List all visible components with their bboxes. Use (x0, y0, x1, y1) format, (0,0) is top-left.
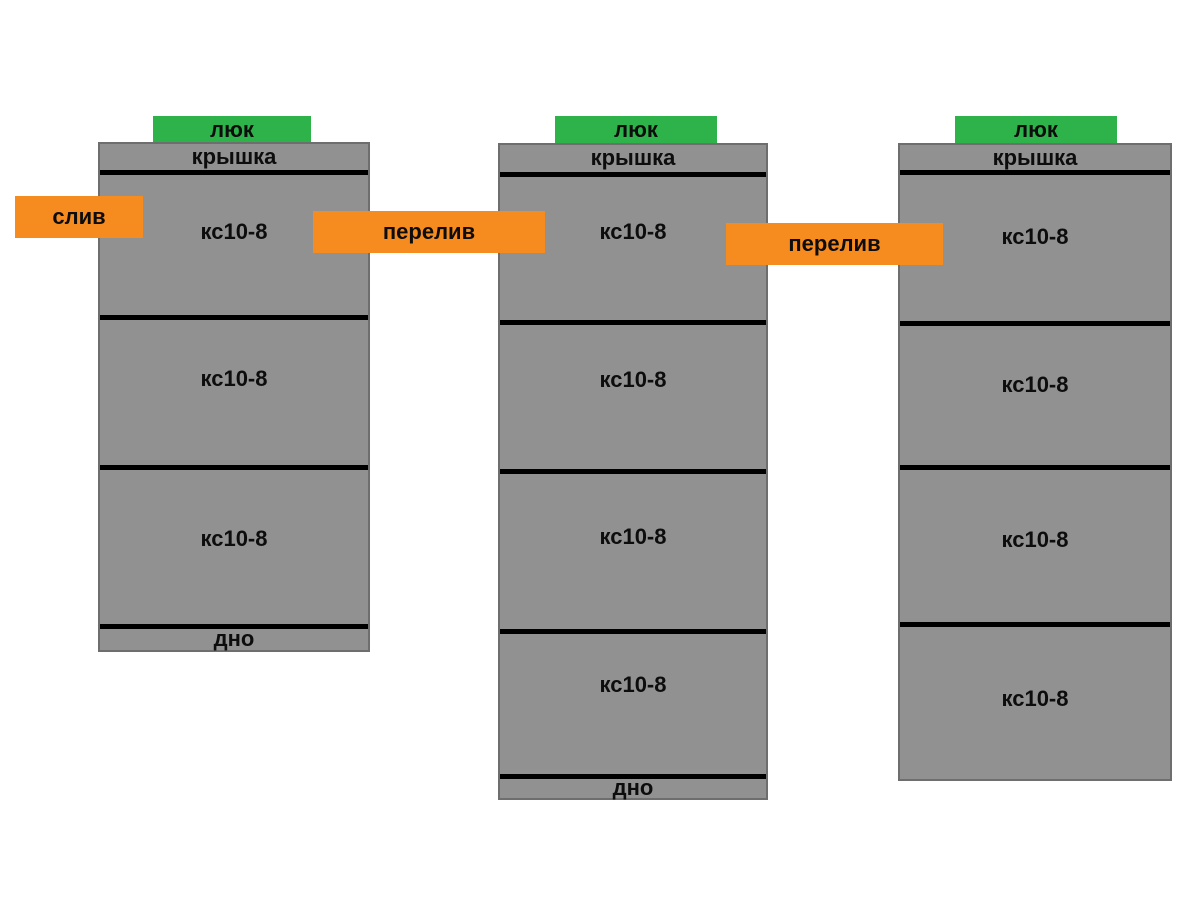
hatch-badge-2: люк (555, 116, 717, 143)
well-column-3: крышка кс10-8 кс10-8 кс10-8 кс10-8 (898, 143, 1172, 781)
cover-divider-line (500, 172, 766, 177)
hatch-label: люк (210, 116, 254, 142)
ring-label: кс10-8 (599, 524, 667, 549)
ring-divider-line (100, 465, 368, 470)
overflow-label: перелив (788, 231, 881, 256)
ring-label: кс10-8 (599, 672, 667, 697)
cover-label: крышка (191, 144, 277, 169)
cover-label: крышка (590, 145, 676, 170)
ring-divider-line (900, 622, 1170, 627)
overflow-label: перелив (382, 219, 476, 244)
well-column-2: крышка кс10-8 кс10-8 кс10-8 кс10-8 дно (498, 143, 768, 800)
hatch-label: люк (614, 116, 658, 142)
ring-divider-line (500, 629, 766, 634)
bottom-label: дно (213, 626, 255, 651)
ring-divider-line (500, 320, 766, 325)
ring-label: кс10-8 (599, 219, 667, 244)
hatch-badge-3: люк (955, 116, 1117, 143)
hatch-label: люк (1014, 116, 1058, 142)
drain-badge: слив (15, 196, 143, 238)
ring-label: кс10-8 (1001, 527, 1069, 552)
bottom-label: дно (612, 775, 654, 800)
overflow-badge-1: перелив (313, 211, 545, 253)
ring-label: кс10-8 (599, 367, 667, 392)
bottom-divider-line (500, 774, 766, 779)
ring-label: кс10-8 (1001, 224, 1069, 249)
hatch-badge-1: люк (153, 116, 311, 143)
ring-divider-line (500, 469, 766, 474)
ring-label: кс10-8 (1001, 686, 1069, 711)
cover-divider-line (900, 170, 1170, 175)
overflow-badge-2: перелив (726, 223, 943, 265)
ring-label: кс10-8 (200, 526, 268, 551)
ring-label: кс10-8 (200, 219, 268, 244)
bottom-divider-line (100, 624, 368, 629)
cover-label: крышка (992, 145, 1078, 170)
ring-label: кс10-8 (1001, 372, 1069, 397)
cover-divider-line (100, 170, 368, 175)
ring-label: кс10-8 (200, 366, 268, 391)
ring-divider-line (100, 315, 368, 320)
drain-label: слив (52, 204, 106, 229)
ring-divider-line (900, 321, 1170, 326)
ring-divider-line (900, 465, 1170, 470)
